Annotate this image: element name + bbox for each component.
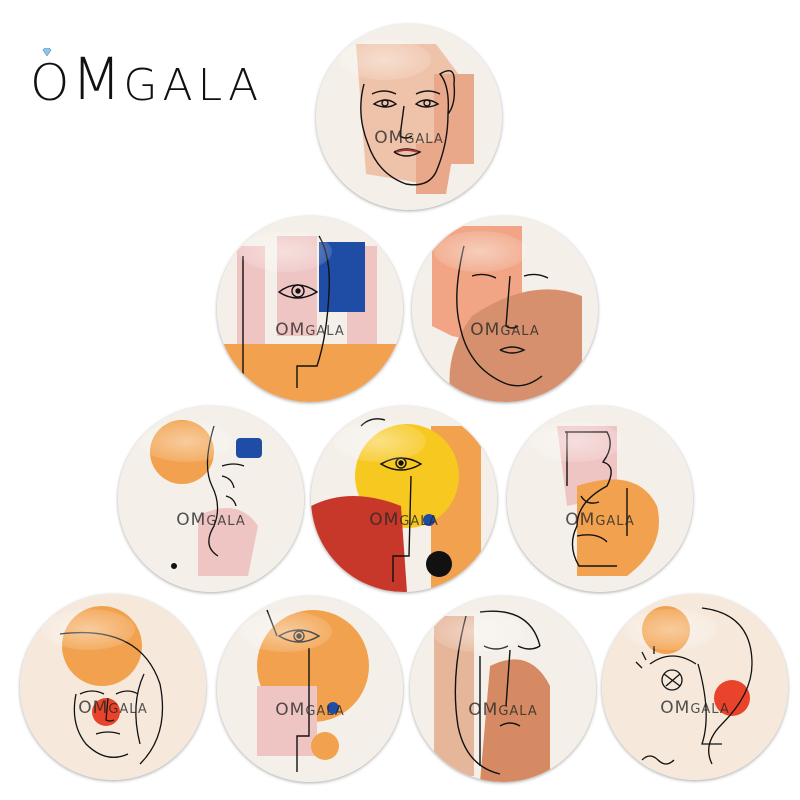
brand-letter-m: M bbox=[71, 45, 122, 113]
cabochon-face-8: OMGALA bbox=[217, 596, 403, 782]
brand-letters-gala: GALA bbox=[123, 60, 264, 111]
face-4-art bbox=[118, 406, 304, 592]
face-1-art bbox=[316, 24, 502, 210]
cabochon-face-2: OMGALA bbox=[217, 216, 403, 402]
cabochon-face-6: OMGALA bbox=[507, 406, 693, 592]
face-9-art bbox=[410, 596, 596, 782]
diamond-icon bbox=[42, 48, 52, 56]
cabochon-face-1: OMGALA bbox=[316, 24, 502, 210]
watermark: OMGALA bbox=[470, 320, 540, 341]
face-3-art bbox=[412, 216, 598, 402]
watermark: OMGALA bbox=[78, 698, 148, 719]
face-7-art bbox=[20, 594, 206, 780]
cabochon-face-9: OMGALA bbox=[410, 596, 596, 782]
cabochon-face-4: OMGALA bbox=[118, 406, 304, 592]
face-6-art bbox=[507, 406, 693, 592]
watermark: OMGALA bbox=[660, 698, 730, 719]
watermark: OMGALA bbox=[468, 700, 538, 721]
watermark: OMGALA bbox=[565, 510, 635, 531]
watermark: OMGALA bbox=[176, 510, 246, 531]
cabochon-face-3: OMGALA bbox=[412, 216, 598, 402]
watermark: OMGALA bbox=[275, 320, 345, 341]
brand-letter-o: O bbox=[30, 54, 70, 112]
face-5-art bbox=[311, 406, 497, 592]
cabochon-face-10: OMGALA bbox=[602, 594, 788, 780]
cabochon-face-7: OMGALA bbox=[20, 594, 206, 780]
brand-logo-o: O bbox=[30, 48, 69, 108]
face-2-art bbox=[217, 216, 403, 402]
watermark: OMGALA bbox=[275, 700, 345, 721]
face-10-art bbox=[602, 594, 788, 780]
watermark: OMGALA bbox=[369, 510, 439, 531]
watermark: OMGALA bbox=[374, 128, 444, 149]
face-8-art bbox=[217, 596, 403, 782]
cabochon-face-5: OMGALA bbox=[311, 406, 497, 592]
brand-logo: O M GALA bbox=[30, 48, 263, 108]
